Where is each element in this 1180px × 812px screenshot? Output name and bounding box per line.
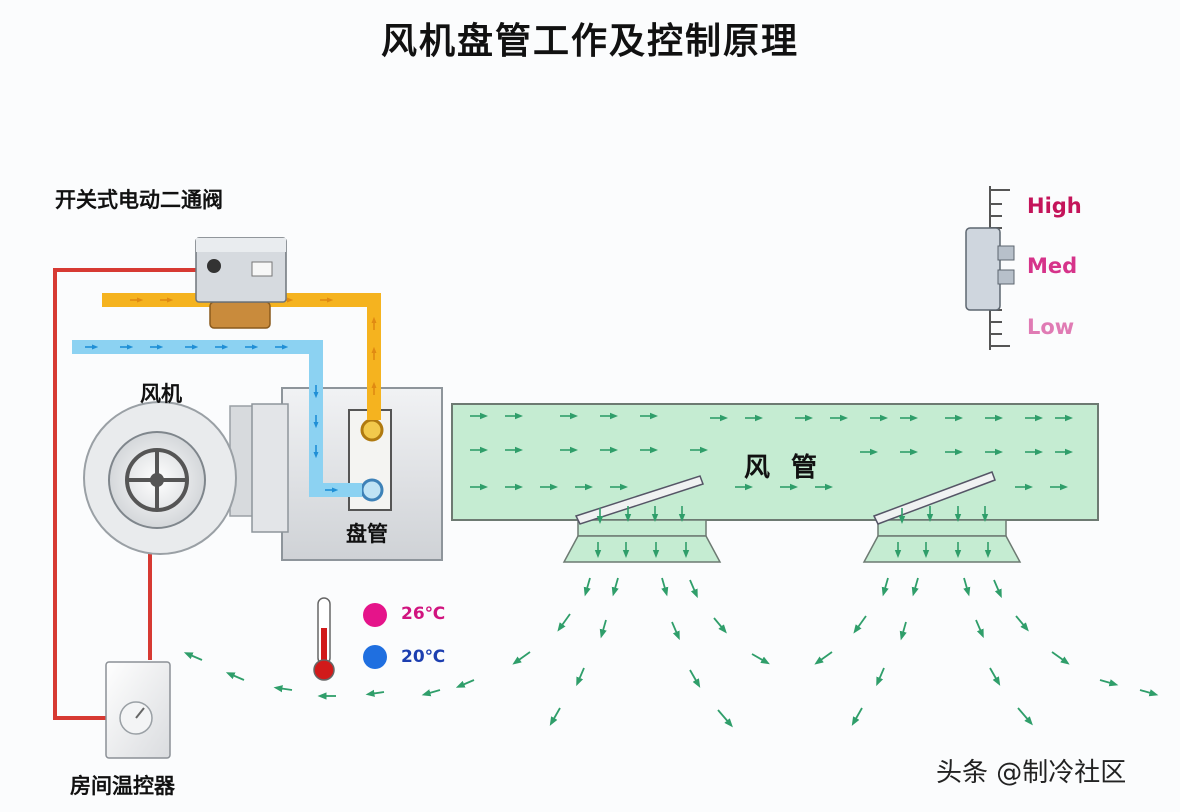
- cold-water-pipe: [72, 340, 362, 497]
- room-airflow-arrows: [183, 577, 1159, 728]
- diffuser-right: [862, 471, 1022, 563]
- coil-label: 盘管: [346, 522, 388, 546]
- warm-temp-dot: [363, 603, 387, 627]
- cool-temp-label: 20℃: [401, 647, 446, 667]
- valve-label: 开关式电动二通阀: [55, 188, 223, 212]
- two-way-valve: [195, 237, 287, 329]
- duct-label: 风 管: [744, 453, 824, 483]
- warm-temp-label: 26℃: [401, 604, 446, 624]
- diagram-title: 风机盘管工作及控制原理: [380, 21, 799, 62]
- fan-housing: [83, 401, 263, 555]
- coil-unit: [251, 387, 443, 561]
- fan-label: 风机: [140, 382, 182, 406]
- speed-high-label: High: [1027, 194, 1082, 218]
- speed-med-label: Med: [1027, 254, 1078, 278]
- speed-low-label: Low: [1027, 315, 1075, 339]
- air-duct: [451, 403, 1099, 521]
- room-thermostat: [105, 661, 171, 759]
- cool-temp-dot: [363, 645, 387, 669]
- fan-speed-switch: [965, 186, 1015, 350]
- watermark: 头条 @制冷社区: [936, 758, 1127, 788]
- thermometer-icon: [313, 597, 335, 681]
- thermostat-label: 房间温控器: [70, 774, 175, 798]
- duct-airflow-arrows: [470, 412, 1073, 558]
- diffuser-left: [562, 475, 722, 563]
- control-wiring: [53, 268, 200, 720]
